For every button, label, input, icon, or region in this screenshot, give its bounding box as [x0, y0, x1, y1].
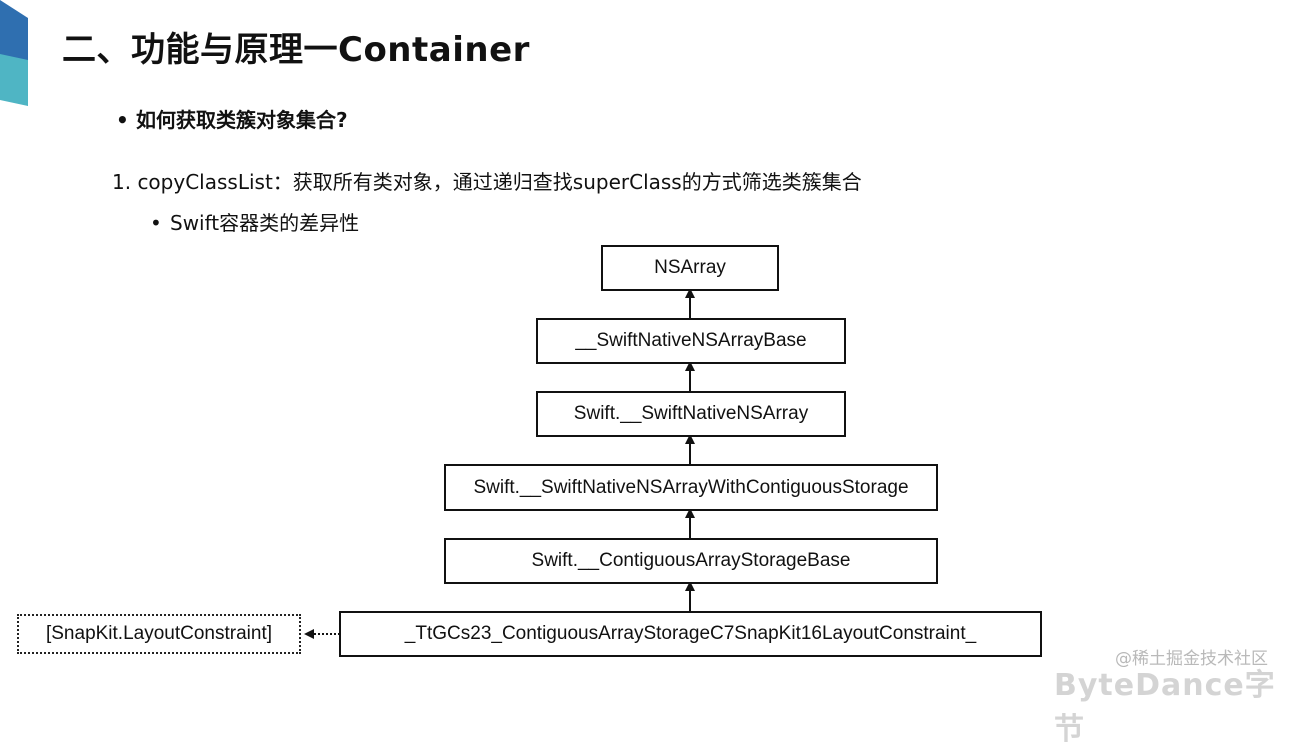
- slide-title: 二、功能与原理一Container: [62, 30, 530, 70]
- class-node-label: Swift.__SwiftNativeNSArray: [573, 403, 809, 424]
- class-node-swift-native-nsarray: Swift.__SwiftNativeNSArray: [536, 391, 846, 437]
- class-node-contiguous-storage: Swift.__SwiftNativeNSArrayWithContiguous…: [444, 464, 938, 511]
- corner-accent-shape: [0, 0, 28, 106]
- class-node-contiguous-array-storage-snapkit: _TtGCs23_ContiguousArrayStorageC7SnapKit…: [339, 611, 1042, 657]
- sub-bullet: • Swift容器类的差异性: [150, 207, 359, 236]
- class-node-snapkit-array: [SnapKit.LayoutConstraint]: [17, 614, 301, 654]
- sub-bullet-text: Swift容器类的差异性: [170, 211, 360, 235]
- class-node-label: [SnapKit.LayoutConstraint]: [45, 623, 273, 644]
- bullet-marker: •: [116, 108, 129, 132]
- watermark-text: @稀土掘金技术社区: [1115, 649, 1268, 669]
- bullet-marker: •: [150, 211, 162, 235]
- class-node-label: Swift.__SwiftNativeNSArrayWithContiguous…: [473, 476, 909, 498]
- class-node-label: NSArray: [654, 257, 726, 278]
- step-text: 1. copyClassList：获取所有类对象，通过递归查找superClas…: [112, 170, 862, 194]
- class-node-label: _TtGCs23_ContiguousArrayStorageC7SnapKit…: [404, 623, 977, 644]
- watermark-brand: ByteDance字节: [1054, 668, 1276, 747]
- class-node-contiguous-array-storage-base: Swift.__ContiguousArrayStorageBase: [444, 538, 938, 584]
- class-node-label: __SwiftNativeNSArrayBase: [575, 330, 807, 351]
- class-node-swift-native-nsarray-base: __SwiftNativeNSArrayBase: [536, 318, 846, 364]
- class-node-nsarray: NSArray: [601, 245, 779, 291]
- class-node-label: Swift.__ContiguousArrayStorageBase: [531, 550, 851, 571]
- question-bullet: • 如何获取类簇对象集合?: [116, 104, 348, 133]
- question-text: 如何获取类簇对象集合?: [136, 108, 348, 132]
